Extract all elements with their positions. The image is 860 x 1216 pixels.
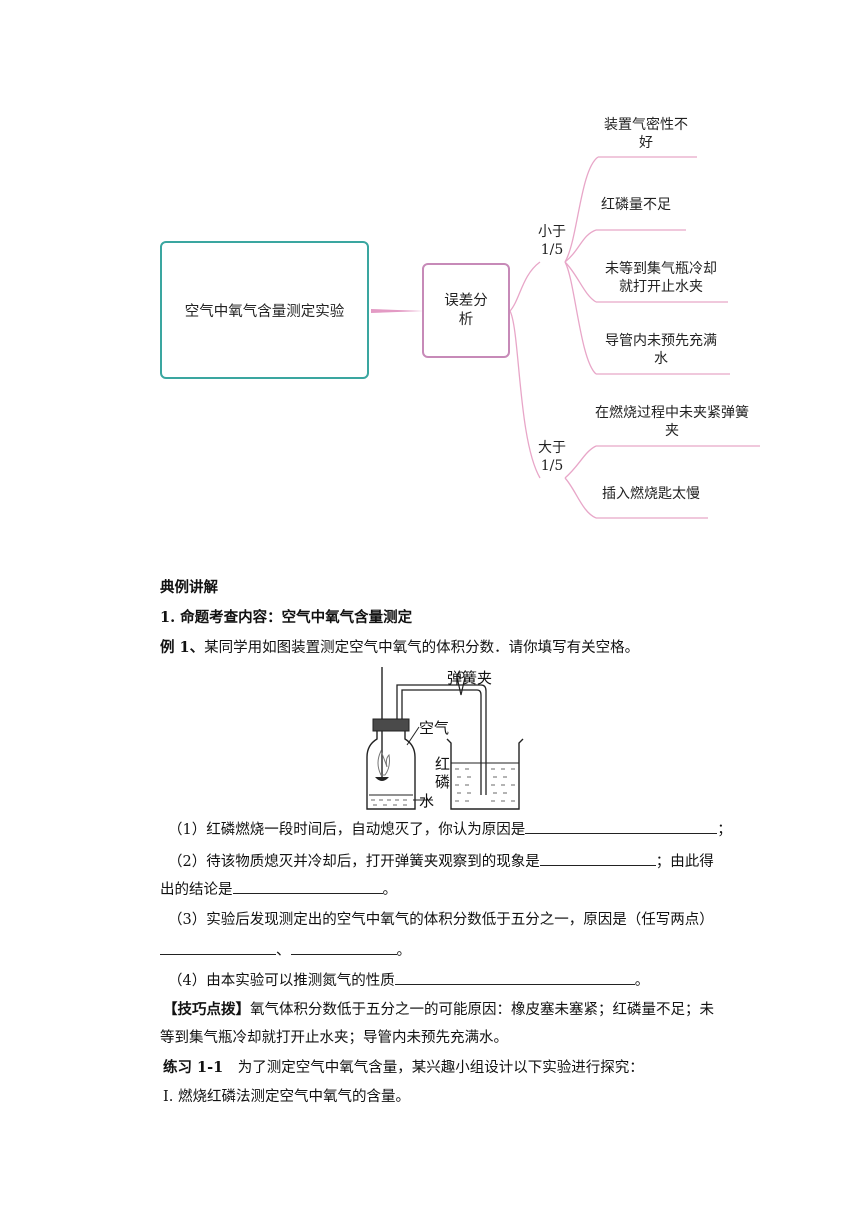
root-connector xyxy=(371,309,424,313)
answer-blank xyxy=(539,851,656,866)
mindmap-root-node: 空气中氧气含量测定实验 xyxy=(160,241,369,379)
question-4: （4）由本实验可以推测氮气的性质。 xyxy=(168,970,649,991)
question-3-cont: 、。 xyxy=(160,940,411,961)
answer-blank xyxy=(394,970,635,985)
question-1: （1）红磷燃烧一段时间后，自动熄灭了，你认为原因是； xyxy=(168,819,732,840)
tip-label: 【技巧点拨】 xyxy=(163,1001,250,1018)
mindmap-connectors xyxy=(371,156,760,519)
question-3: （3）实验后发现测定出的空气中氧气的体积分数低于五分之一，原因是（任写两点） xyxy=(168,912,714,928)
branch-curve-upper xyxy=(509,261,541,312)
apparatus-diagram: 弹簧夹 空气 红 磷 水 xyxy=(366,667,524,810)
topic-heading: 1. 命题考查内容：空气中氧气含量测定 xyxy=(160,609,413,626)
example-text: 某同学用如图装置测定空气中氧气的体积分数．请你填写有关空格。 xyxy=(204,640,640,656)
mindmap-branch-node: 误差分析 xyxy=(422,263,510,358)
label-phosphorus-2: 磷 xyxy=(435,773,450,791)
question-2: （2）待该物质熄灭并冷却后，打开弹簧夹观察到的现象是；由此得 xyxy=(168,851,714,872)
answer-blank xyxy=(232,879,383,894)
label-water: 水 xyxy=(419,792,434,810)
answer-blank xyxy=(160,940,276,955)
leaf-item: 插入燃烧匙太慢 xyxy=(602,486,700,502)
example-1: 例 1、某同学用如图装置测定空气中氧气的体积分数．请你填写有关空格。 xyxy=(160,638,639,658)
method-heading: I. 燃烧红磷法测定空气中氧气的含量。 xyxy=(163,1089,410,1105)
practice-label: 练习 1-1 xyxy=(163,1059,224,1076)
tip: 【技巧点拨】氧气体积分数低于五分之一的可能原因：橡皮塞未塞紧；红磷量不足；未 xyxy=(163,1001,714,1018)
practice-1-1: 练习 1-1 为了测定空气中氧气含量，某兴趣小组设计以下实验进行探究： xyxy=(163,1059,644,1076)
label-clip: 弹簧夹 xyxy=(447,669,492,687)
branch-curve-lower xyxy=(509,310,541,479)
label-phosphorus-1: 红 xyxy=(435,755,450,773)
example-label: 例 1、 xyxy=(160,639,205,656)
group-label-less: 小于 1/5 xyxy=(538,224,566,258)
mindmap-root-label: 空气中氧气含量测定实验 xyxy=(184,303,345,320)
section-title: 典例讲解 xyxy=(160,579,218,596)
leaf-item: 在燃烧过程中未夹紧弹簧 夹 xyxy=(595,405,749,439)
label-air: 空气 xyxy=(419,719,449,737)
apparatus-figure: 弹簧夹 空气 红 磷 水 xyxy=(361,667,533,812)
leaf-item: 未等到集气瓶冷却 就打开止水夹 xyxy=(605,261,717,295)
leaf-item: 红磷量不足 xyxy=(601,197,671,213)
answer-blank xyxy=(290,940,397,955)
group-label-greater: 大于 1/5 xyxy=(538,440,566,474)
mindmap-branch-label: 误差分析 xyxy=(444,292,488,328)
answer-blank xyxy=(525,819,718,834)
leaf-item: 导管内未预先充满 水 xyxy=(605,333,717,367)
leaf-item: 装置气密性不 好 xyxy=(604,117,688,151)
question-2-cont: 出的结论是。 xyxy=(160,879,397,900)
tip-cont: 等到集气瓶冷却就打开止水夹；导管内未预先充满水。 xyxy=(160,1030,508,1046)
